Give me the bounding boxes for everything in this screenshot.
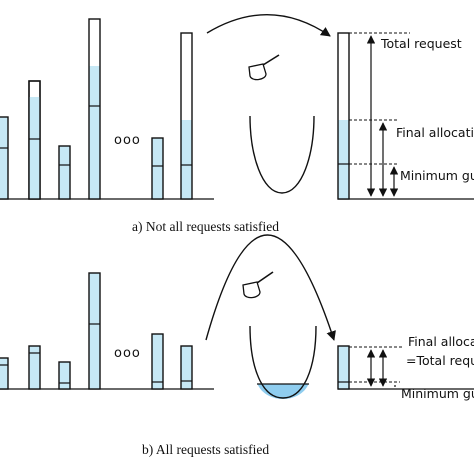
- resource-pool-a: [249, 115, 315, 194]
- scoop-icon-b: [242, 271, 274, 299]
- caption-a: a) Not all requests satisfied: [132, 219, 279, 234]
- ellipsis-b: ooo: [114, 346, 141, 361]
- request-bar-1: [0, 116, 9, 200]
- request-bar-b3: [58, 361, 71, 390]
- request-bar-2: [28, 80, 41, 200]
- request-bar-b2: [28, 345, 41, 390]
- target-bar-b: [337, 345, 350, 390]
- caption-b: b) All requests satisfied: [142, 442, 269, 457]
- target-bar-a: [337, 32, 350, 200]
- transfer-arrow-b: [205, 234, 336, 341]
- scoop-icon-a: [248, 54, 280, 81]
- label-final-allocation-b: Final alloca: [408, 334, 474, 349]
- request-bar-b1: [0, 357, 9, 390]
- panel-b: ooo Final al: [0, 234, 474, 457]
- request-bar-b5: [151, 333, 164, 390]
- request-bar-5: [151, 137, 164, 200]
- ellipsis-a: ooo: [114, 133, 141, 148]
- request-bar-3: [58, 145, 71, 200]
- label-minimum-b: Minimum gu: [401, 386, 474, 401]
- label-final-allocation-a: Final allocatio: [396, 125, 474, 140]
- label-total-request-b: =Total requ: [406, 353, 474, 368]
- request-bar-6: [180, 32, 193, 200]
- label-minimum-a: Minimum gu: [400, 168, 474, 183]
- panel-a: ooo: [0, 14, 474, 234]
- request-bar-4: [88, 18, 101, 200]
- request-bar-b6: [180, 345, 193, 390]
- transfer-arrow-a: [206, 14, 331, 37]
- resource-pool-b: [249, 325, 317, 399]
- label-total-request-a: Total request: [380, 36, 462, 51]
- request-bar-b4: [88, 272, 101, 390]
